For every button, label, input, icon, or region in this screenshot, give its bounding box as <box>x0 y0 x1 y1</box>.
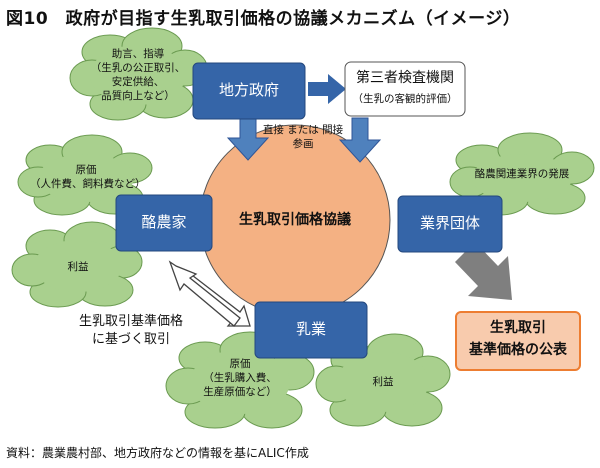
box-published-price <box>455 311 581 371</box>
arrow-third-party-to-center <box>338 117 382 163</box>
gov-role-line2: （生乳の公正取引、 <box>90 62 186 74</box>
industry-groups-label: 業界団体 <box>419 214 480 232</box>
arrow-gov-to-center <box>226 117 270 161</box>
local-government-label: 地方政府 <box>218 81 279 99</box>
arrow-gov-to-third-party <box>308 74 346 104</box>
box-local-government <box>192 62 306 120</box>
dairy-profit-label: 利益 <box>372 376 394 388</box>
published-price-line2: 基準価格の公表 <box>469 342 567 358</box>
center-label: 生乳取引価格協議 <box>239 212 351 228</box>
box-third-party <box>344 61 466 117</box>
farmer-cost-line1: 原価 <box>75 164 97 176</box>
source-note: 資料：農業農村部、地方政府などの情報を基にALIC作成 <box>6 446 309 460</box>
farmer-profit-label: 利益 <box>67 261 89 273</box>
cloud-farmer-cost <box>17 134 153 216</box>
box-dairy-industry <box>254 301 368 359</box>
dairy-cost-line3: 生産原価など） <box>203 386 277 398</box>
industry-development-label: 酪農関連業界の発展 <box>474 168 570 180</box>
gov-role-line3: 安定供給、 <box>111 76 165 88</box>
gov-role-line4: 品質向上など） <box>101 90 175 102</box>
cloud-dairy-cost <box>165 331 315 429</box>
dairy-farmers-label: 酪農家 <box>141 213 187 231</box>
trade-note-line2: に基づく取引 <box>91 332 170 347</box>
farmer-cost-line2: （人件費、飼料費など） <box>30 178 146 190</box>
dairy-cost-line2: （生乳購入費、 <box>203 372 277 384</box>
gov-role-line1: 助言、指導 <box>111 48 165 60</box>
box-dairy-farmers <box>115 194 213 252</box>
cloud-gov-role <box>69 27 208 121</box>
dairy-industry-label: 乳業 <box>295 320 326 338</box>
arrow-to-publication <box>455 242 512 300</box>
third-party-label: 第三者検査機関 <box>356 70 454 86</box>
box-industry-groups <box>397 195 503 253</box>
dairy-cost-line1: 原価 <box>229 358 251 370</box>
participation-note-line2: 参画 <box>292 138 314 150</box>
published-price-line1: 生乳取引 <box>490 320 546 336</box>
arrow-dairy-to-farmer <box>168 260 241 327</box>
participation-note-line1: 直接 または 間接 <box>262 124 344 136</box>
trade-note-line1: 生乳取引基準価格 <box>78 314 183 329</box>
cloud-dairy-profit <box>315 333 451 427</box>
third-party-note: （生乳の客観的評価） <box>352 93 458 105</box>
page-title: 図10 政府が目指す生乳取引価格の協議メカニズム（イメージ） <box>6 9 521 29</box>
cloud-farmer-profit <box>11 221 143 308</box>
